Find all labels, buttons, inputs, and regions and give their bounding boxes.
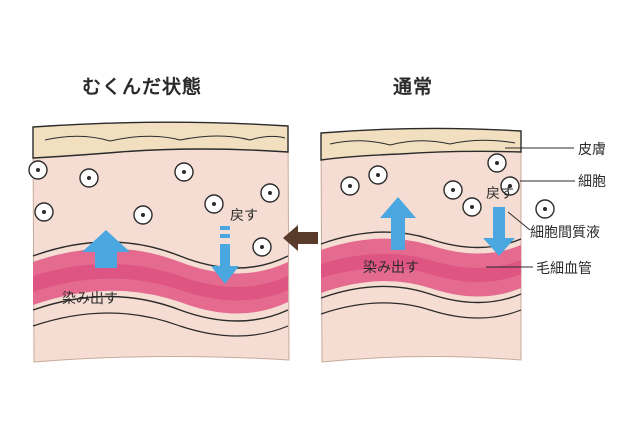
cell-circle-icon [340,176,360,196]
swollen-skin-crack [44,135,286,142]
normal-return-label: 戻す [486,186,514,202]
cell-label: 細胞 [578,174,606,190]
normal-vessel-bottom-line [320,285,522,304]
swollen-return-label: 戻す [230,208,258,224]
swollen-tissue-panel [28,121,290,363]
cell-circle-icon [443,180,463,200]
cell-circle-icon [204,194,224,214]
cell-circle-icon [487,153,507,173]
cell-circle-icon [34,202,54,222]
cell-circle-icon [500,176,520,196]
interstitial-leader [507,211,531,231]
cell-circle-icon [535,199,555,219]
cell-circle-icon [133,205,153,225]
swollen-state-title: むくんだ状態 [82,76,203,98]
down-arrow-dash [220,234,230,238]
cell-circle-icon [174,162,194,182]
transition-arrow [283,225,318,251]
normal-state-title: 通常 [393,76,434,98]
normal-tissue-panel [320,127,575,363]
capillary-label: 毛細血管 [536,261,592,277]
cell-circle-icon [260,183,280,203]
normal-vessel-core [321,253,521,282]
left-arrow-icon [283,225,318,251]
swollen-skin-layer [32,121,289,159]
normal-skin-layer [320,127,522,161]
cell-circle-icon [252,237,272,257]
cell-circle-icon [462,197,482,217]
swollen-vessel-top-line [32,241,289,269]
down-arrow-icon [211,244,239,284]
leader-lines [486,147,575,268]
swollen-vessel-bottom-line [32,295,289,322]
normal-seep-label: 染み出す [363,260,419,276]
normal-lower-line [320,302,522,319]
cell-circle-icon [79,168,99,188]
cell-circle-icon [28,160,48,180]
swollen-tissue-body [32,121,290,363]
down-arrow-icon [483,207,515,256]
swollen-vessel-core [33,264,288,301]
up-arrow-icon [82,230,130,268]
interstitial-fluid-label: 細胞間質液 [530,225,600,241]
down-arrow-dash [220,226,230,230]
swollen-lower-line [32,312,289,337]
up-arrow-icon [380,197,416,250]
skin-label: 皮膚 [578,142,606,158]
cell-circle-icon [368,165,388,185]
normal-skin-crack [329,139,516,146]
swollen-seep-label: 染み出す [62,291,118,307]
